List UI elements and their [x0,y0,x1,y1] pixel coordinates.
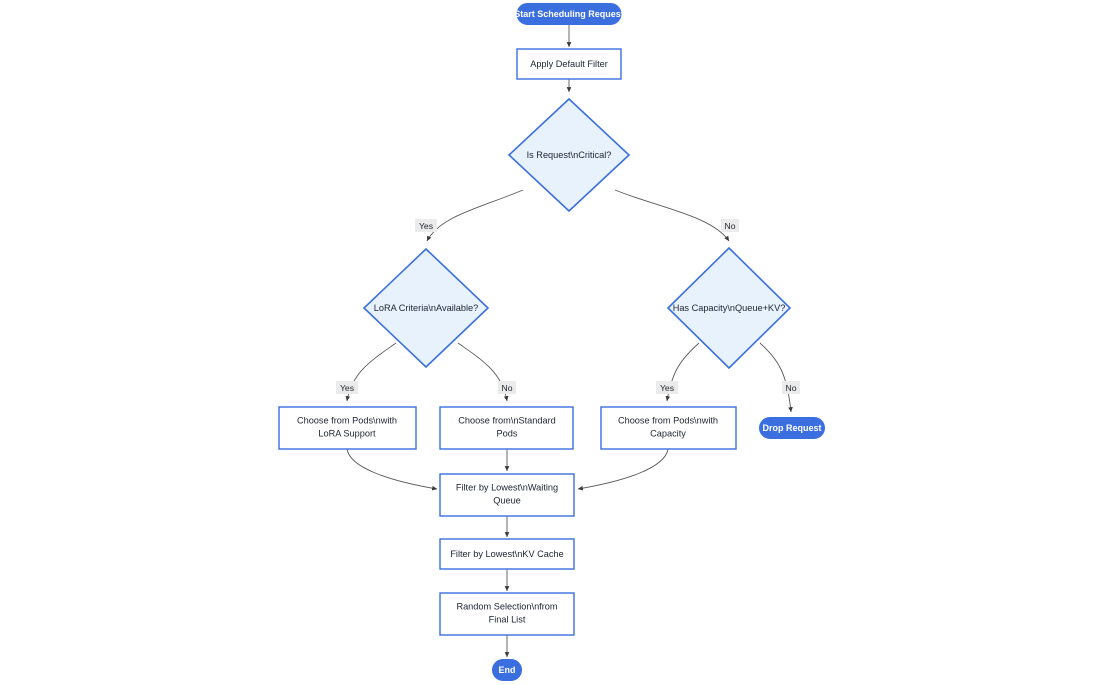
node-choose-pods-capacity[interactable]: Choose from Pods\nwith Capacity [600,406,737,450]
edge-label-capacity-yes: Yes [656,381,678,394]
node-has-capacity-label: Has Capacity\nQueue+KV? [673,303,786,313]
edge-pods-capacity-to-filter-queue [577,448,669,491]
edge-is-critical-yes-to-lora [426,189,524,242]
node-has-capacity-shape[interactable] [666,246,792,370]
node-apply-default-filter-label: Apply Default Filter [530,59,608,69]
node-filter-kv-cache[interactable]: Filter by Lowest\nKV Cache [439,538,575,570]
node-choose-pods-lora-label-line2: LoRA Support [318,428,376,438]
node-drop-request[interactable]: Drop Request [759,417,825,439]
node-filter-waiting-queue[interactable]: Filter by Lowest\nWaiting Queue [439,473,575,517]
node-is-request-critical-label: Is Request\nCritical? [527,150,612,160]
node-random-selection[interactable]: Random Selection\nfrom Final List [439,592,575,636]
node-is-request-critical-shape[interactable] [507,97,631,213]
node-choose-pods-lora-label-line1: Choose from Pods\nwith [297,415,397,425]
edge-pods-lora-to-filter-queue [346,448,438,491]
node-choose-pods-lora[interactable]: Choose from Pods\nwith LoRA Support [278,406,417,450]
node-has-capacity[interactable]: Has Capacity\nQueue+KV? [666,246,792,370]
node-random-selection-label-line2: Final List [489,614,526,624]
node-lora-criteria-available-label: LoRA Criteria\nAvailable? [374,303,479,313]
node-choose-standard-pods-label-line2: Pods [497,428,518,438]
edge-label-bg [721,219,739,232]
node-start-shape[interactable] [516,3,622,25]
edge-label-group: Yes No Yes No Yes No [336,219,800,394]
edge-label-text: Yes [419,221,433,231]
node-choose-pods-capacity-label-line2: Capacity [650,428,686,438]
node-filter-waiting-queue-shape[interactable] [439,473,575,517]
edge-label-text: No [725,221,736,231]
edge-label-text: No [786,383,797,393]
node-filter-kv-cache-label: Filter by Lowest\nKV Cache [450,549,563,559]
edge-label-lora-no: No [498,381,516,394]
node-filter-waiting-queue-label-line1: Filter by Lowest\nWaiting [456,482,558,492]
edge-label-bg [498,381,516,394]
node-choose-standard-pods-label-line1: Choose from\nStandard [458,415,556,425]
node-lora-criteria-available-shape[interactable] [362,247,490,369]
node-apply-default-filter[interactable]: Apply Default Filter [516,48,622,80]
edge-label-lora-yes: Yes [336,381,358,394]
edge-label-bg [782,381,800,394]
node-drop-request-shape[interactable] [759,417,825,439]
edge-label-text: Yes [660,383,674,393]
node-lora-criteria-available[interactable]: LoRA Criteria\nAvailable? [362,247,490,369]
edge-label-bg [656,381,678,394]
node-end[interactable]: End [492,659,522,681]
node-end-label: End [499,665,516,675]
edge-group [345,25,793,658]
edge-label-text: Yes [340,383,354,393]
node-choose-pods-capacity-label-line1: Choose from Pods\nwith [618,415,718,425]
edge-is-critical-no-to-capacity [614,189,730,242]
edge-label-is-critical-yes: Yes [415,219,437,232]
edge-label-text: No [502,383,513,393]
node-drop-request-label: Drop Request [762,423,821,433]
node-choose-pods-capacity-shape[interactable] [600,406,737,450]
node-filter-waiting-queue-label-line2: Queue [493,495,521,505]
node-choose-pods-lora-shape[interactable] [278,406,417,450]
node-start[interactable]: Start Scheduling Request [514,3,624,25]
node-filter-kv-cache-shape[interactable] [439,538,575,570]
edge-label-capacity-no: No [782,381,800,394]
node-choose-standard-pods-shape[interactable] [439,406,574,450]
node-choose-standard-pods[interactable]: Choose from\nStandard Pods [439,406,574,450]
node-apply-default-filter-shape[interactable] [516,48,622,80]
edge-label-bg [336,381,358,394]
edge-label-is-critical-no: No [721,219,739,232]
node-random-selection-shape[interactable] [439,592,575,636]
edge-capacity-no-to-drop-request [759,342,793,413]
node-start-label: Start Scheduling Request [514,9,624,19]
node-random-selection-label-line1: Random Selection\nfrom [456,601,557,611]
edge-label-bg [415,219,437,232]
node-is-request-critical[interactable]: Is Request\nCritical? [507,97,631,213]
node-end-shape[interactable] [492,659,522,681]
